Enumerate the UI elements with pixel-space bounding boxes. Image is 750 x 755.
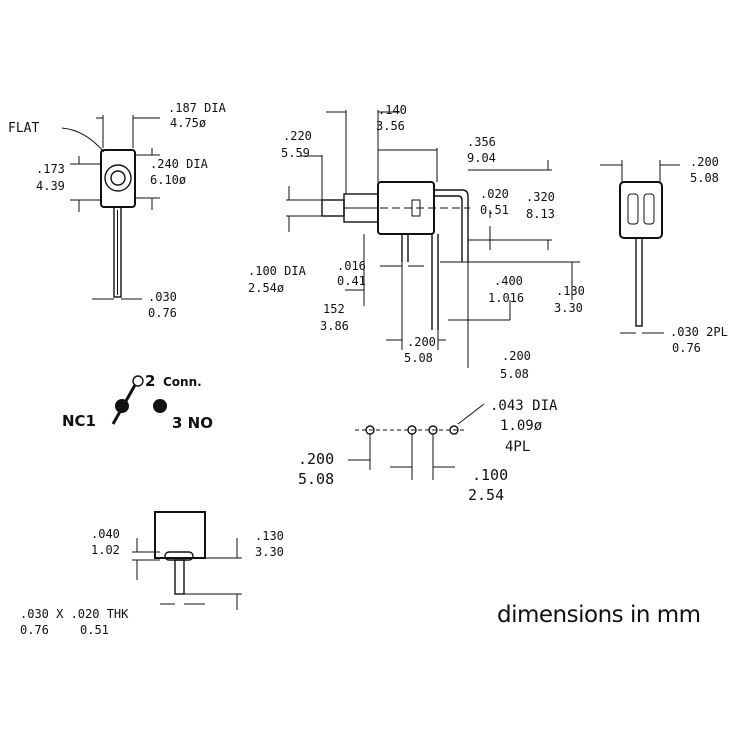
dim-400-in: .400 bbox=[494, 274, 523, 288]
dim-173-mm: 4.39 bbox=[36, 179, 65, 193]
pin-front bbox=[113, 206, 122, 298]
dim-200b-in: .200 bbox=[502, 349, 531, 363]
dim-030-in: .030 bbox=[148, 290, 177, 304]
switch-arm bbox=[111, 384, 137, 425]
pitch-200-in: .200 bbox=[298, 450, 334, 468]
dim-356-in: .356 bbox=[467, 135, 496, 149]
front-view: FLAT .187 DIA 4.75ø .173 4.39 .240 DIA 6… bbox=[8, 101, 227, 320]
end-detail-right bbox=[643, 193, 655, 225]
pitch-100-in: .100 bbox=[472, 466, 508, 484]
dim-thk-mm-b: 0.51 bbox=[80, 623, 109, 637]
dim-020-mm: 0.51 bbox=[480, 203, 509, 217]
comm-label: Conn. bbox=[163, 375, 202, 389]
pitch-100-mm: 2.54 bbox=[468, 486, 504, 504]
dim-term-130-mm: 3.30 bbox=[255, 545, 284, 559]
hole-dia-in: .043 DIA bbox=[490, 398, 558, 414]
no-label: 3 NO bbox=[172, 414, 213, 432]
dim-040-mm: 1.02 bbox=[91, 543, 120, 557]
dim-140-in: .140 bbox=[378, 103, 407, 117]
dim-320-mm: 8.13 bbox=[526, 207, 555, 221]
end-view: .200 5.08 .030 2PL 0.76 bbox=[600, 155, 728, 355]
switch-schematic: NC1 2 Conn. 3 NO bbox=[62, 372, 213, 432]
dim-100-mm: 2.54ø bbox=[248, 281, 284, 295]
dim-040-in: .040 bbox=[91, 527, 120, 541]
pcb-hole bbox=[449, 425, 459, 435]
dim-240-in: .240 DIA bbox=[150, 157, 209, 171]
dim-130-mm: 3.30 bbox=[554, 301, 583, 315]
dim-173-in: .173 bbox=[36, 162, 65, 176]
dim-200a-in: .200 bbox=[407, 335, 436, 349]
dim-187-in: .187 DIA bbox=[168, 101, 227, 115]
pcb-hole-layout: .043 DIA 1.09ø 4PL .200 5.08 .100 2.54 bbox=[298, 398, 558, 504]
dim-356-mm: 9.04 bbox=[467, 151, 496, 165]
dim-240-mm: 6.10ø bbox=[150, 173, 186, 187]
dim-016-in: .016 bbox=[337, 259, 366, 273]
dim-200a-mm: 5.08 bbox=[404, 351, 433, 365]
comm-number: 2 bbox=[145, 372, 155, 390]
common-terminal bbox=[132, 375, 144, 387]
dim-220-in: .220 bbox=[283, 129, 312, 143]
terminal-detail: .040 1.02 .130 3.30 .030 X .020 THK 0.76… bbox=[20, 511, 284, 637]
dim-152-mm: 3.86 bbox=[320, 319, 349, 333]
bushing-outer bbox=[104, 164, 132, 192]
flat-leader bbox=[61, 127, 105, 153]
dim-end-pin-mm: 0.76 bbox=[672, 341, 701, 355]
dim-end-200-mm: 5.08 bbox=[690, 171, 719, 185]
dim-thk-in: .030 X .020 THK bbox=[20, 607, 129, 621]
toggle-lever bbox=[321, 199, 345, 217]
dim-end-pin-in: .030 2PL bbox=[670, 325, 728, 339]
dim-020-in: .020 bbox=[480, 187, 509, 201]
switch-body-front bbox=[100, 149, 136, 208]
end-detail-left bbox=[627, 193, 639, 225]
bent-terminal-inner bbox=[434, 195, 463, 262]
dim-030-mm: 0.76 bbox=[148, 306, 177, 320]
dim-400-mm: 1.016 bbox=[488, 291, 524, 305]
dim-220-mm: 5.59 bbox=[281, 146, 310, 160]
hole-leader bbox=[457, 403, 485, 425]
side-view: .220 5.59 .140 3.56 .356 9.04 .020 0.51 … bbox=[248, 103, 585, 381]
dim-152-in: 152 bbox=[323, 302, 345, 316]
hole-count: 4PL bbox=[505, 439, 530, 455]
flat-label: FLAT bbox=[8, 121, 39, 136]
dim-200b-mm: 5.08 bbox=[500, 367, 529, 381]
no-contact-dot bbox=[153, 399, 167, 413]
units-note: dimensions in mm bbox=[497, 602, 701, 628]
hole-dia-mm: 1.09ø bbox=[500, 418, 543, 434]
dim-140-mm: 3.56 bbox=[376, 119, 405, 133]
dim-130-in: .130 bbox=[556, 284, 585, 298]
switch-body-end bbox=[619, 181, 663, 239]
pin-end bbox=[635, 237, 643, 327]
dim-term-130-in: .130 bbox=[255, 529, 284, 543]
dim-100-in: .100 DIA bbox=[248, 264, 307, 278]
dim-320-in: .320 bbox=[526, 190, 555, 204]
pitch-200-mm: 5.08 bbox=[298, 470, 334, 488]
dim-thk-mm-a: 0.76 bbox=[20, 623, 49, 637]
bent-terminal bbox=[434, 189, 469, 262]
bushing-inner bbox=[110, 170, 126, 186]
dim-end-200-in: .200 bbox=[690, 155, 719, 169]
terminal-pin bbox=[174, 559, 185, 595]
dim-016-mm: 0.41 bbox=[337, 274, 366, 288]
terminal-body bbox=[154, 511, 206, 559]
nc-label: NC1 bbox=[62, 412, 96, 430]
dim-187-mm: 4.75ø bbox=[170, 116, 206, 130]
